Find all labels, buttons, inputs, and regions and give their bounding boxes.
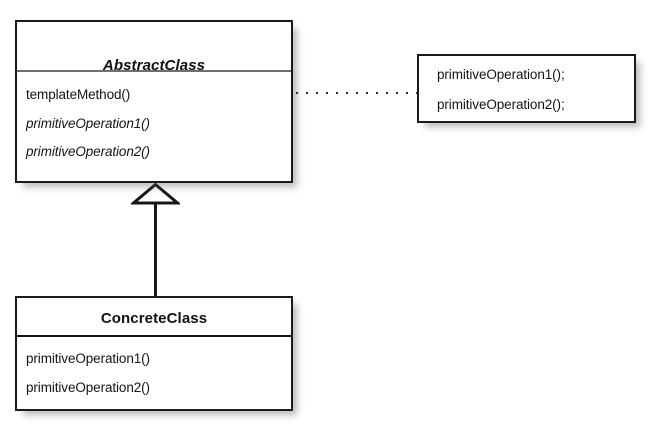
concrete-class-header-divider [17,335,291,337]
concrete-class-member-primitive-operation-2: primitiveOperation2() [26,380,150,395]
generalization-line [154,201,157,297]
abstract-class-member-primitive-operation-1: primitiveOperation1() [26,116,150,131]
generalization-hollow-triangle-icon [131,182,180,205]
abstract-class-box[interactable]: AbstractClass templateMethod() primitive… [15,20,293,183]
abstract-class-member-primitive-operation-2: primitiveOperation2() [26,144,150,159]
concrete-class-member-primitive-operation-1: primitiveOperation1() [26,351,150,366]
note-line-1: primitiveOperation1(); [437,67,565,82]
note-box[interactable]: primitiveOperation1(); primitiveOperatio… [417,54,636,123]
abstract-class-title: AbstractClass [102,57,206,74]
note-line-2: primitiveOperation2(); [437,97,565,112]
concrete-class-title: ConcreteClass [100,310,208,327]
abstract-class-header-divider [17,70,291,72]
abstract-class-member-template-method: templateMethod() [26,87,131,102]
concrete-class-box[interactable]: ConcreteClass primitiveOperation1() prim… [15,296,293,411]
